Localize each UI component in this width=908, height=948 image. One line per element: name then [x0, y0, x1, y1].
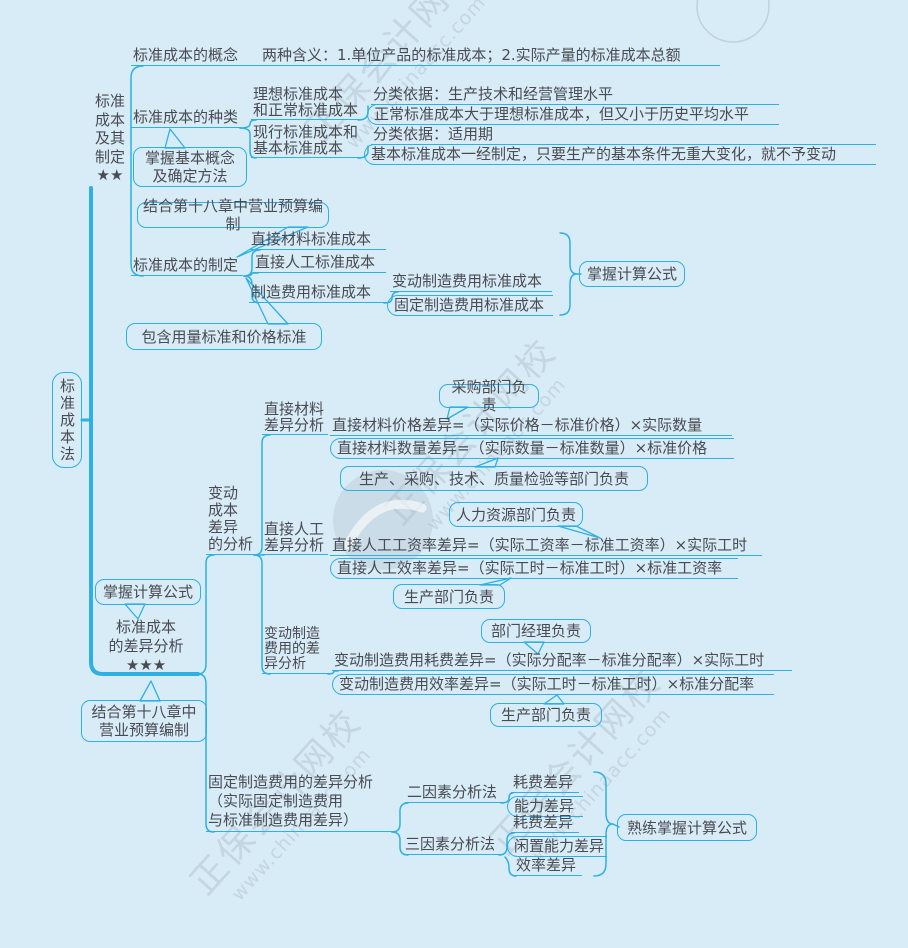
- moh-standard-node: 制造费用标准成本: [249, 284, 386, 303]
- fmoh-standard-node: 固定制造费用标准成本: [387, 295, 553, 316]
- basic-note-node: 基本标准成本一经制定，只要生产的基本条件无重大变化，就不予变动: [364, 144, 876, 165]
- three-factor-node: 三因素分析法: [403, 836, 503, 855]
- tf-consumption-node: 耗费差异: [511, 774, 579, 793]
- vmoh-spend-formula: 变动制造费用耗费差异=（实际分配率－标准分配率）×实际工时: [332, 652, 792, 671]
- concept-node: 标准成本的概念: [131, 47, 261, 66]
- dm-qty-formula: 直接材料数量差异=（实际数量－标准数量）×标准价格: [330, 438, 734, 459]
- thf-consumption-node: 耗费差异: [511, 814, 579, 833]
- master-formula-note-2: 掌握计算公式: [95, 579, 201, 605]
- ideal-normal-node: 理想标准成本 和正常标准成本: [251, 86, 363, 120]
- dl-standard-node: 直接人工标准成本: [253, 254, 386, 273]
- normal-note-node: 正常标准成本大于理想标准成本，但又小于历史平均水平: [367, 104, 779, 125]
- mindmap-root-node: 标准成本法: [52, 372, 82, 468]
- diff-hint-bottom-callout: 结合第十八章中 营业预算编制: [81, 700, 207, 742]
- branch2-label: 标准成本 的差异分析 ★★★: [108, 618, 184, 674]
- dept-manager-callout: 部门经理负责: [481, 619, 591, 643]
- prod-dept-callout-2: 生产部门负责: [490, 703, 602, 727]
- dm-diff-label: 直接材料 差异分析: [262, 401, 328, 435]
- ideal-basis-node: 分类依据：生产技术和经营管理水平: [371, 86, 657, 105]
- vmoh-standard-node: 变动制造费用标准成本: [390, 273, 552, 292]
- master-formula-note-1: 掌握计算公式: [579, 261, 685, 287]
- thf-idle-node: 闲置能力差异: [507, 836, 607, 857]
- tf-capacity-node: 能力差异: [507, 796, 583, 817]
- current-basis-node: 分类依据：适用期: [371, 126, 503, 145]
- dm-standard-node: 直接材料标准成本: [249, 231, 386, 250]
- concept-detail-node: 两种含义：1.单位产品的标准成本；2.实际产量的标准成本总额: [260, 47, 720, 66]
- dl-diff-label: 直接人工 差异分析: [262, 521, 328, 555]
- dm-price-formula: 直接材料价格差异=（实际价格－标准价格）×实际数量: [330, 417, 732, 436]
- variable-diff-label: 变动 成本 差异 的分析: [206, 485, 258, 555]
- purchasing-dept-callout: 采购部门负责: [439, 378, 539, 414]
- kinds-hint-callout: 掌握基本概念 及确定方法: [133, 147, 247, 187]
- prod-dept-callout-1: 生产部门负责: [393, 584, 505, 609]
- branch1-label: 标准 成本 及其 制定 ★★: [94, 92, 125, 184]
- fixed-diff-label: 固定制造费用的差异分析 （实际固定制造费用 与标准制造费用差异）: [206, 772, 394, 832]
- kinds-node: 标准成本的种类: [131, 109, 241, 128]
- two-factor-node: 二因素分析法: [405, 784, 505, 803]
- multi-dept-callout: 生产、采购、技术、质量检验等部门负责: [340, 466, 648, 491]
- current-basic-node: 现行标准成本和 基本标准成本: [251, 124, 365, 158]
- vmoh-diff-label: 变动制造 费用的差 异分析: [262, 627, 330, 674]
- thf-efficiency-node: 效率差异: [514, 857, 582, 876]
- dl-eff-formula: 直接人工效率差异=（实际工时－标准工时）×标准工资率: [330, 558, 738, 579]
- formulation-hint-bottom-callout: 包含用量标准和价格标准: [126, 323, 322, 350]
- dl-rate-formula: 直接人工工资率差异=（实际工资率－标准工资率）×实际工时: [330, 537, 762, 556]
- formulation-node: 标准成本的制定: [131, 257, 243, 276]
- formulation-hint-top-callout: 结合第十八章中营业预算编制: [137, 197, 329, 233]
- vmoh-eff-formula: 变动制造费用效率差异=（实际工时－标准工时）×标准分配率: [332, 674, 774, 695]
- master-formula-note-3: 熟练掌握计算公式: [617, 814, 757, 841]
- hr-dept-callout: 人力资源部门负责: [449, 502, 583, 527]
